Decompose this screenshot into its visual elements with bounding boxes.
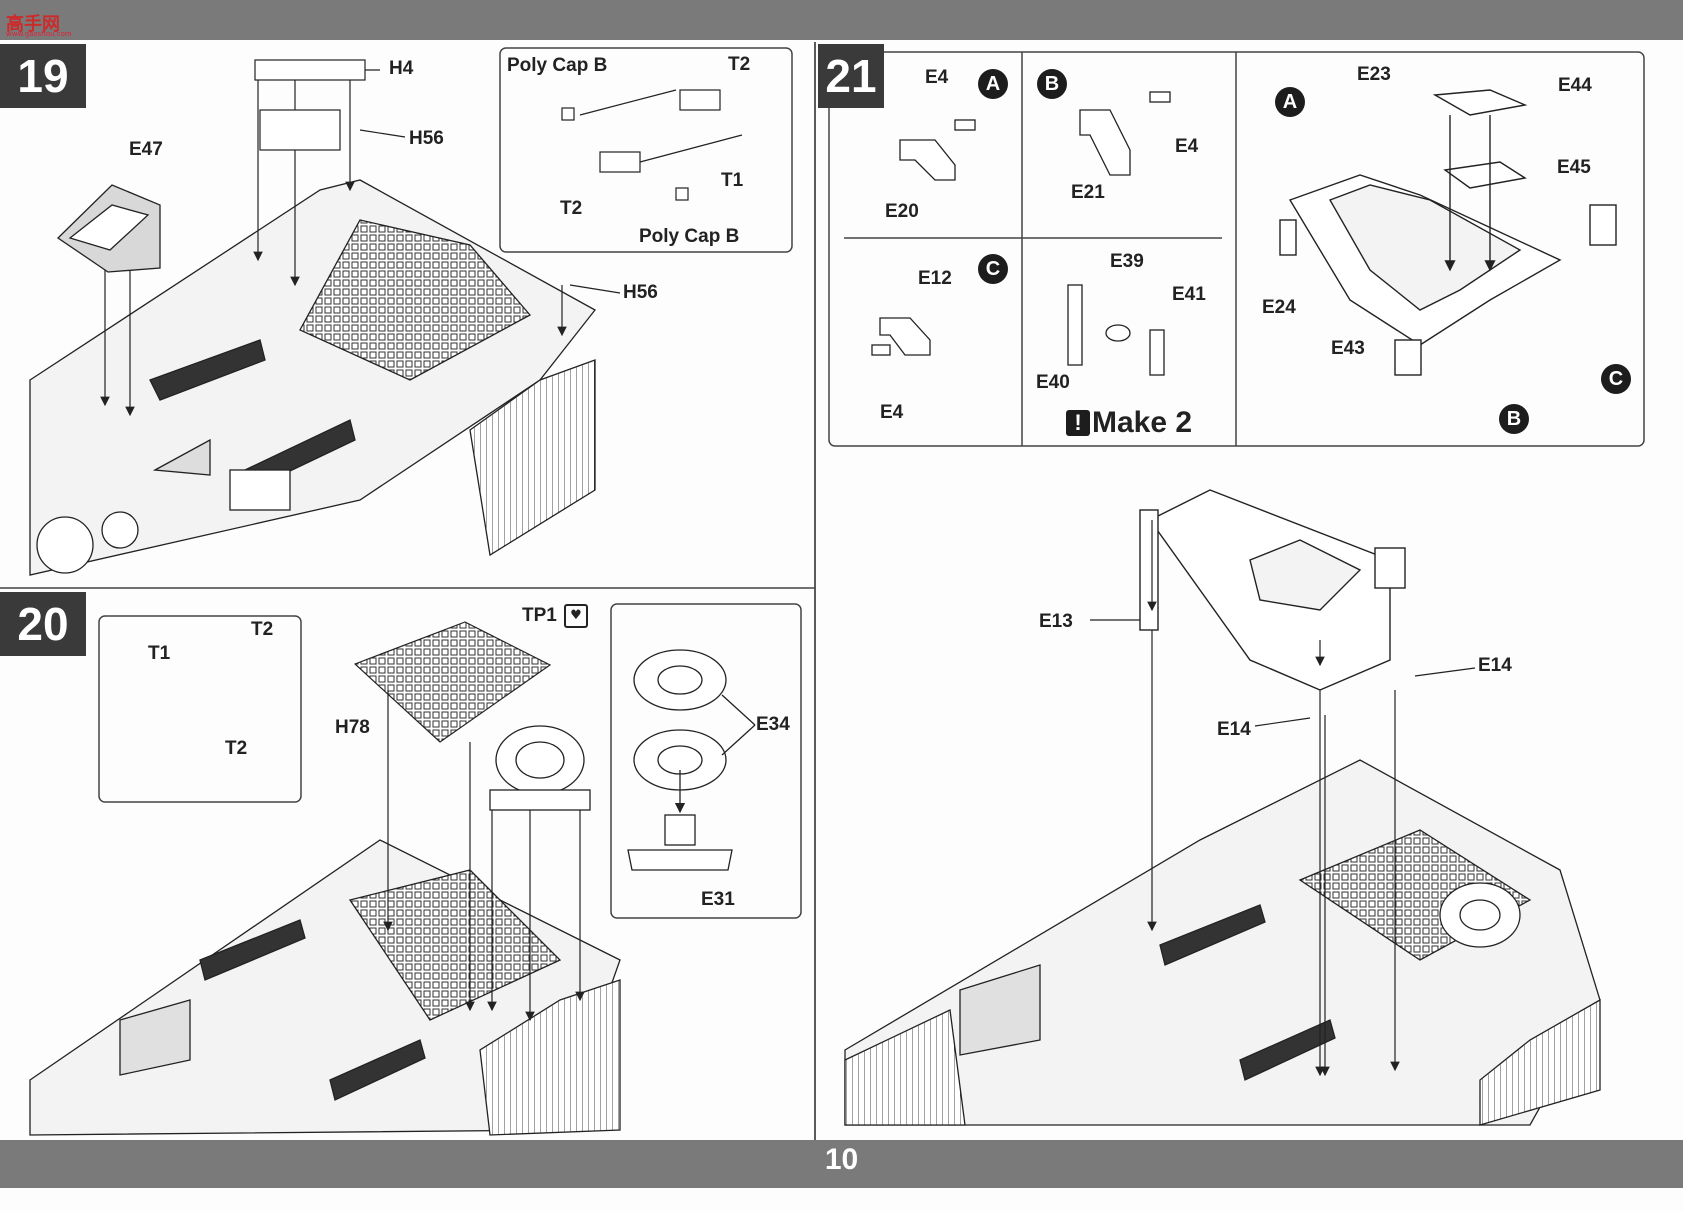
label-h78: H78 — [335, 717, 370, 738]
label-e13: E13 — [1039, 611, 1073, 632]
make-2-note: !Make 2 — [1066, 406, 1192, 440]
label-e4-c: E4 — [880, 402, 904, 423]
label-e44: E44 — [1558, 75, 1592, 96]
step19-arrows — [100, 59, 621, 417]
make-2-text: Make 2 — [1092, 406, 1193, 439]
badge-b: B — [1037, 69, 1067, 99]
label-e41: E41 — [1172, 284, 1206, 305]
hull-step20 — [29, 839, 621, 1136]
watermark-logo: 高手网 — [6, 14, 60, 35]
label-e43: E43 — [1331, 338, 1365, 359]
step-19-number: 19 — [0, 44, 86, 108]
badge-a: A — [978, 69, 1008, 99]
label-e21: E21 — [1071, 182, 1105, 203]
inset-label-poly-cap-b-top: Poly Cap B — [507, 55, 608, 76]
label-e45: E45 — [1557, 157, 1591, 178]
frame-drawing-21 — [1279, 89, 1617, 376]
inset-label-t2-top: T2 — [251, 619, 274, 640]
label-e31: E31 — [701, 889, 735, 910]
label-e47: E47 — [129, 139, 163, 160]
top-band — [0, 0, 1683, 40]
tp1-grille-part — [353, 621, 552, 743]
frame-assembled-21 — [1139, 489, 1406, 691]
panel-borders — [0, 42, 1645, 1140]
inset-label-t2-bottom: T2 — [560, 198, 583, 219]
label-e40: E40 — [1036, 372, 1070, 393]
exclamation-icon: ! — [1066, 410, 1090, 436]
inset-label-t1: T1 — [721, 170, 744, 191]
label-e4-b: E4 — [1175, 136, 1199, 157]
inset-label-poly-cap-b-bottom: Poly Cap B — [639, 226, 740, 247]
wheel-inset-drawing — [627, 649, 756, 871]
label-e14-right: E14 — [1478, 655, 1512, 676]
part-e47-box — [56, 184, 161, 273]
hull-step21 — [844, 759, 1601, 1126]
heart-icon: ♥ — [564, 604, 588, 628]
watermark-url: www.gaoshou.com — [6, 30, 72, 38]
label-e14-left: E14 — [1217, 719, 1251, 740]
inset-label-t2-top: T2 — [728, 54, 751, 75]
hull-step19 — [29, 179, 596, 576]
badge-a-frame: A — [1275, 87, 1305, 117]
label-e23: E23 — [1357, 64, 1391, 85]
label-h4: H4 — [389, 58, 414, 79]
badge-c-frame: C — [1601, 364, 1631, 394]
label-e24: E24 — [1262, 297, 1296, 318]
label-h56: H56 — [409, 128, 444, 149]
step21-arrows — [1090, 520, 1476, 1077]
label-e39: E39 — [1110, 251, 1144, 272]
subassembly-drawings-21 — [871, 91, 1171, 376]
label-e4-a: E4 — [925, 67, 949, 88]
spare-wheel-step20 — [489, 725, 591, 811]
badge-b-frame: B — [1499, 404, 1529, 434]
step-21-number: 21 — [818, 44, 884, 108]
inset-label-t2-bottom: T2 — [225, 738, 248, 759]
label-h56-bottom: H56 — [623, 282, 658, 303]
label-tp1: TP1 — [522, 605, 557, 626]
poly-cap-inset-drawing — [561, 89, 743, 201]
step20-arrows — [383, 690, 585, 1022]
badge-c: C — [978, 254, 1008, 284]
bottom-band — [0, 1140, 1683, 1188]
label-e12: E12 — [918, 268, 952, 289]
step-20-number: 20 — [0, 592, 86, 656]
label-e34: E34 — [756, 714, 790, 735]
label-e20: E20 — [885, 201, 919, 222]
inset-label-t1: T1 — [148, 643, 171, 664]
page-number: 10 — [824, 1143, 859, 1176]
